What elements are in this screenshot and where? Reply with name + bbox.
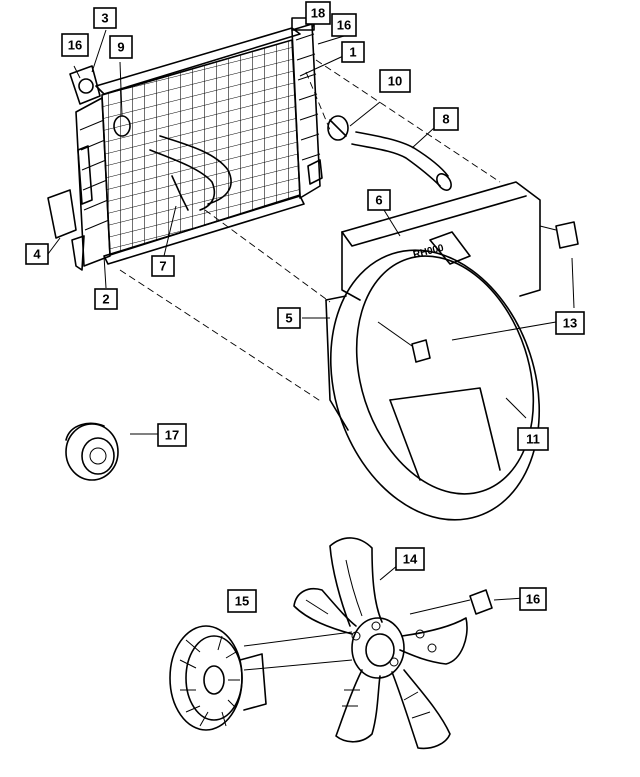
svg-text:3: 3	[101, 11, 108, 26]
alignment-lines	[119, 59, 501, 403]
shroud-bolt-lower	[377, 321, 431, 363]
callout-15: 15	[227, 589, 257, 613]
svg-text:11: 11	[526, 432, 540, 447]
svg-text:6: 6	[375, 193, 382, 208]
callout-13: 13	[555, 311, 585, 335]
callout-6: 6	[367, 189, 391, 211]
callout-4: 4	[25, 243, 49, 265]
callout-7: 7	[151, 255, 175, 277]
svg-text:10: 10	[388, 74, 402, 89]
svg-text:5: 5	[285, 311, 292, 326]
svg-text:7: 7	[159, 259, 166, 274]
radiator-hose-right	[351, 131, 452, 191]
callout-9: 9	[109, 35, 133, 59]
callout-17: 17	[157, 423, 187, 447]
callout-16-top-right: 16	[331, 13, 357, 37]
svg-text:8: 8	[442, 112, 449, 127]
svg-text:18: 18	[311, 6, 325, 21]
fan-shroud: RH000	[325, 181, 541, 521]
svg-text:16: 16	[68, 38, 82, 53]
svg-text:17: 17	[165, 428, 179, 443]
callout-8: 8	[433, 107, 459, 131]
fan-clutch	[169, 625, 267, 731]
callout-14: 14	[395, 547, 425, 571]
fan-blade	[293, 537, 468, 750]
callout-11: 11	[517, 427, 549, 451]
svg-text:13: 13	[563, 316, 577, 331]
radiator	[47, 17, 323, 271]
shroud-bolt	[539, 221, 579, 249]
callout-5: 5	[277, 307, 301, 329]
callout-16-top-left: 16	[61, 33, 89, 57]
fan-bolt	[243, 589, 493, 671]
svg-text:14: 14	[403, 552, 418, 567]
svg-text:9: 9	[117, 40, 124, 55]
callout-10: 10	[379, 69, 411, 93]
svg-text:16: 16	[526, 592, 540, 607]
callout-18: 18	[305, 1, 331, 25]
hose-clamp	[327, 115, 349, 141]
svg-text:1: 1	[349, 45, 356, 60]
upper-hose	[149, 135, 232, 211]
svg-text:16: 16	[337, 18, 351, 33]
callout-3: 3	[93, 7, 117, 29]
svg-text:4: 4	[33, 247, 41, 262]
callout-1: 1	[341, 41, 365, 63]
svg-text:15: 15	[235, 594, 249, 609]
callout-2: 2	[94, 288, 118, 310]
thermostat	[65, 422, 119, 481]
svg-text:2: 2	[102, 292, 109, 307]
callout-16-fan: 16	[519, 587, 547, 611]
